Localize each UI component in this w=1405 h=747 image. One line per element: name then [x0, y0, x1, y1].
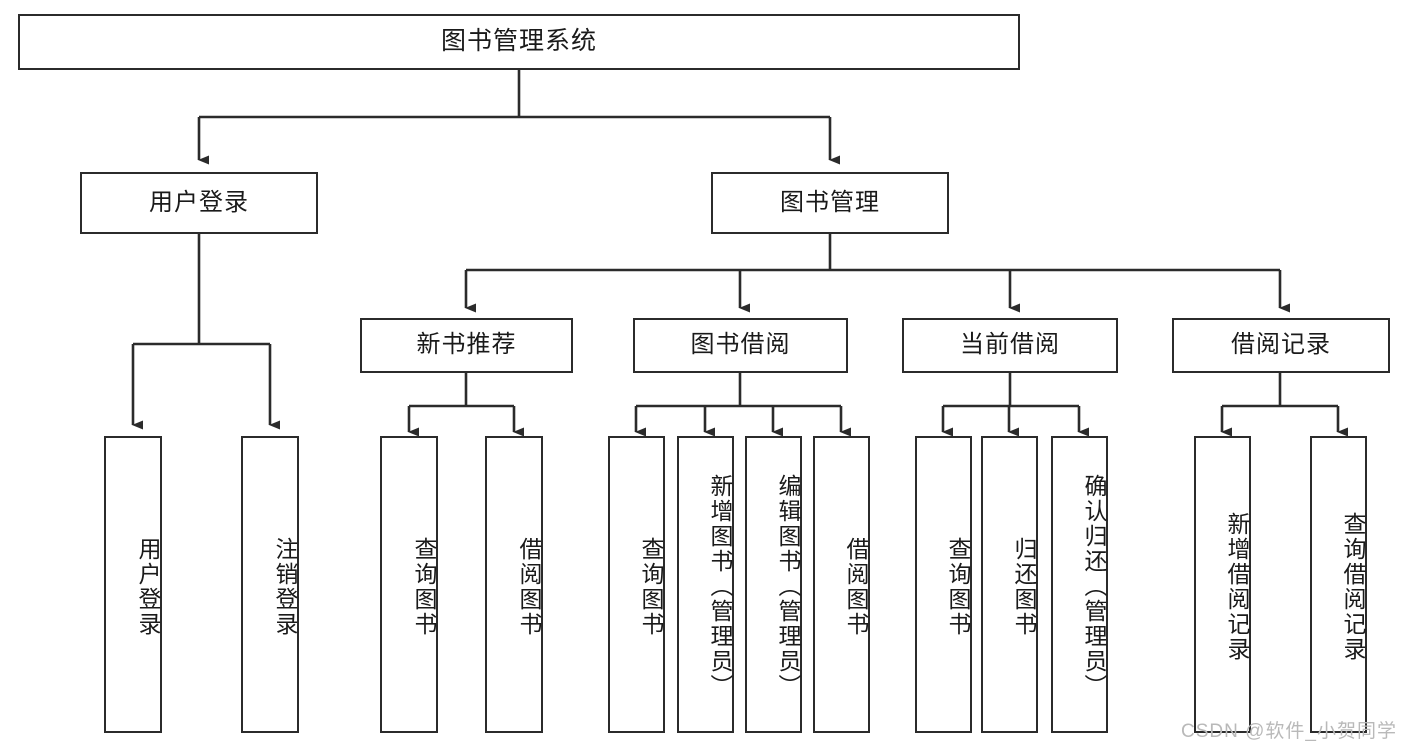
- leaf-query-book-current[interactable]: 查询图书: [915, 436, 972, 733]
- leaf-query-book-borrow[interactable]: 查询图书: [608, 436, 665, 733]
- node-label: 借阅记录: [1231, 331, 1331, 359]
- node-label: 查询图书: [411, 536, 437, 637]
- node-borrow-record[interactable]: 借阅记录: [1172, 318, 1390, 373]
- leaf-edit-book-admin[interactable]: 编辑图书（管理员）: [745, 436, 802, 733]
- node-label: 用户登录: [135, 536, 161, 637]
- leaf-logout[interactable]: 注销登录: [241, 436, 299, 733]
- node-label: 查询图书: [638, 536, 664, 637]
- node-book-borrow[interactable]: 图书借阅: [633, 318, 848, 373]
- node-root-book-management-system[interactable]: 图书管理系统: [18, 14, 1020, 70]
- node-label: 新增借阅记录: [1224, 511, 1250, 662]
- watermark: CSDN @软件_小贺同学: [1181, 721, 1397, 742]
- node-label: 图书管理: [780, 188, 880, 216]
- leaf-add-borrow-record[interactable]: 新增借阅记录: [1194, 436, 1251, 733]
- node-user-login[interactable]: 用户登录: [80, 172, 318, 234]
- leaf-user-login[interactable]: 用户登录: [104, 436, 162, 733]
- leaf-return-book[interactable]: 归还图书: [981, 436, 1038, 733]
- node-label: 用户登录: [149, 188, 249, 216]
- node-label: 注销登录: [272, 536, 298, 637]
- node-label: 查询借阅记录: [1340, 511, 1366, 662]
- leaf-borrow-book-recommend[interactable]: 借阅图书: [485, 436, 543, 733]
- node-label: 新增图书（管理员）: [707, 474, 733, 699]
- leaf-query-book-recommend[interactable]: 查询图书: [380, 436, 438, 733]
- node-label: 新书推荐: [416, 331, 517, 359]
- node-label: 当前借阅: [960, 331, 1060, 359]
- node-label: 确认归还（管理员）: [1081, 474, 1107, 699]
- node-label: 查询图书: [945, 536, 971, 637]
- node-label: 借阅图书: [516, 536, 542, 637]
- node-label: 借阅图书: [843, 536, 869, 637]
- leaf-borrow-book[interactable]: 借阅图书: [813, 436, 870, 733]
- node-new-book-recommend[interactable]: 新书推荐: [360, 318, 573, 373]
- node-book-management[interactable]: 图书管理: [711, 172, 949, 234]
- leaf-add-book-admin[interactable]: 新增图书（管理员）: [677, 436, 734, 733]
- node-label: 编辑图书（管理员）: [775, 474, 801, 699]
- node-label: 归还图书: [1011, 536, 1037, 637]
- node-label: 图书管理系统: [440, 27, 597, 56]
- node-current-borrow[interactable]: 当前借阅: [902, 318, 1118, 373]
- leaf-query-borrow-record[interactable]: 查询借阅记录: [1310, 436, 1367, 733]
- leaf-confirm-return-admin[interactable]: 确认归还（管理员）: [1051, 436, 1108, 733]
- node-label: 图书借阅: [690, 331, 791, 359]
